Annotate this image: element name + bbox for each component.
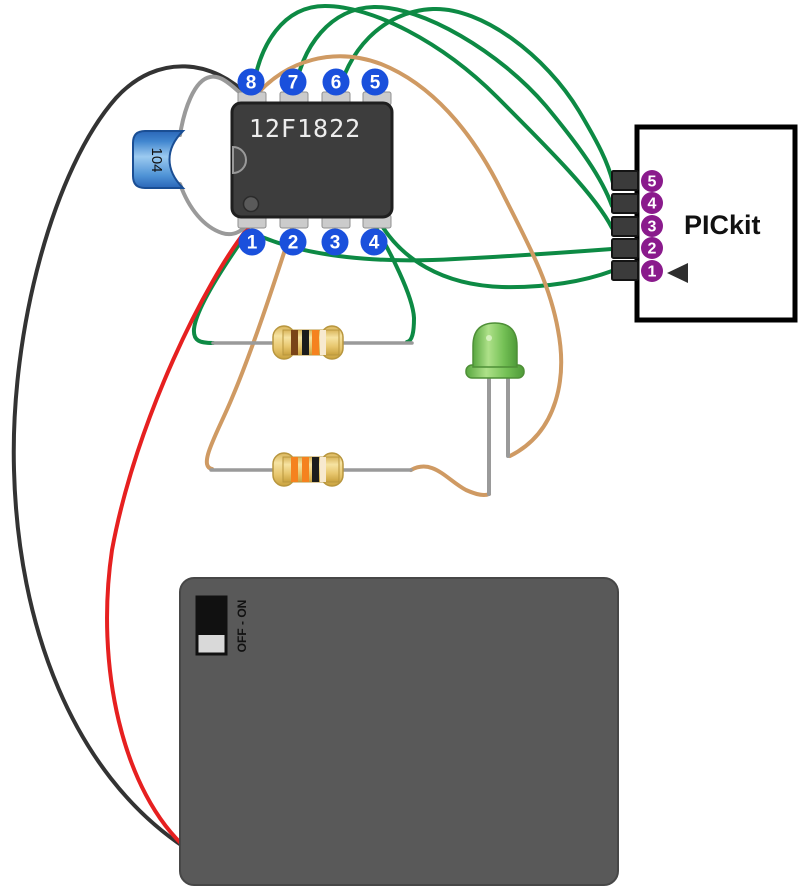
- resistor-top-band-2: [302, 330, 309, 355]
- battery-box-body: [179, 577, 619, 886]
- resistor-top: [211, 325, 414, 360]
- svg-text:4: 4: [369, 233, 380, 254]
- chip-pin-badge-4: 4: [360, 228, 388, 256]
- svg-text:8: 8: [246, 73, 257, 94]
- chip-pin-badge-6: 6: [322, 68, 350, 96]
- chip-pin-badge-5: 5: [361, 68, 389, 96]
- pickit-pin-badge-2: 2: [641, 237, 663, 259]
- wires: [11, 3, 615, 852]
- pickit-body: [634, 124, 798, 323]
- pin1-pointer-icon: [667, 263, 688, 283]
- pickit-programmer: PICkit 5 4 3 2: [611, 124, 798, 323]
- capacitor-lead-top: [178, 74, 250, 137]
- capacitor-lead-bottom: [178, 182, 251, 237]
- resistor-bottom-band-4: [320, 457, 326, 482]
- power-switch-label: OFF - ON: [235, 600, 249, 653]
- wire-pin6-to-pickit5: [335, 6, 615, 185]
- resistor-top-band-3: [312, 330, 319, 355]
- svg-text:6: 6: [331, 73, 342, 94]
- resistor-bottom-band-2: [302, 457, 309, 482]
- chip-pin-badges: 8 7 6 5 1 2 3 4: [237, 68, 389, 256]
- svg-text:5: 5: [370, 73, 381, 94]
- led: [465, 322, 525, 496]
- wire-pin1-to-battery-positive: [105, 226, 250, 852]
- chip-pin-badge-7: 7: [279, 68, 307, 96]
- battery-box: OFF - ON: [179, 577, 619, 886]
- pickit-pin-badge-4: 4: [641, 192, 663, 214]
- pickit-pin-4: [611, 193, 639, 214]
- wire-pin8-to-pickit3: [250, 3, 614, 230]
- resistor-bottom-band-3: [312, 457, 319, 482]
- microcontroller-chip: 12F1822: [230, 91, 394, 229]
- pickit-pin-badge-1: 1: [641, 260, 663, 282]
- wire-pin8-to-battery-negative: [11, 64, 251, 849]
- svg-text:2: 2: [288, 233, 299, 254]
- svg-text:1: 1: [247, 233, 258, 254]
- wire-pin1-to-resistor-top: [191, 231, 249, 345]
- pickit-pin-badge-3: 3: [641, 215, 663, 237]
- chip-pin-badge-1: 1: [238, 228, 266, 256]
- capacitor-value-label: 104: [148, 147, 165, 172]
- capacitor: 104: [132, 74, 251, 237]
- svg-text:7: 7: [288, 73, 299, 94]
- resistor-bottom: [209, 452, 413, 487]
- pickit-pin-5: [611, 170, 639, 191]
- wire-pin2-to-resistor-bottom: [204, 223, 295, 471]
- svg-text:3: 3: [330, 233, 341, 254]
- chip-notch: [232, 145, 247, 175]
- chip-pin1-dot: [242, 195, 260, 213]
- chip-pin-badge-2: 2: [279, 228, 307, 256]
- resistor-bottom-band-1: [291, 457, 298, 482]
- chip-pin-badge-3: 3: [321, 228, 349, 256]
- svg-text:1: 1: [648, 264, 657, 281]
- wire-pin8-to-led-cathode: [250, 54, 564, 458]
- wire-resistor-bottom-to-led-anode: [409, 464, 491, 497]
- chip-part-number: 12F1822: [249, 114, 361, 143]
- svg-text:3: 3: [648, 219, 657, 236]
- wire-pin7-to-pickit4: [292, 4, 614, 208]
- power-switch-knob: [197, 597, 226, 635]
- pickit-pin-1: [611, 260, 639, 281]
- pickit-pins: [611, 170, 639, 281]
- led-highlight: [486, 335, 492, 341]
- svg-text:4: 4: [648, 196, 657, 213]
- wire-pin4-to-pickit1: [377, 219, 614, 290]
- pickit-pin-3: [611, 216, 639, 237]
- svg-text:2: 2: [648, 241, 657, 258]
- pickit-pin-2: [611, 238, 639, 259]
- chip-pin-badge-8: 8: [237, 68, 265, 96]
- pickit-pin-badges: 5 4 3 2 1: [641, 170, 663, 282]
- led-dome: [472, 322, 518, 368]
- resistor-top-band-1: [291, 330, 298, 355]
- pickit-pin-badge-5: 5: [641, 170, 663, 192]
- resistor-top-band-4: [320, 330, 326, 355]
- svg-text:5: 5: [648, 174, 657, 191]
- pickit-name-label: PICkit: [684, 210, 761, 240]
- capacitor-body: [132, 130, 186, 189]
